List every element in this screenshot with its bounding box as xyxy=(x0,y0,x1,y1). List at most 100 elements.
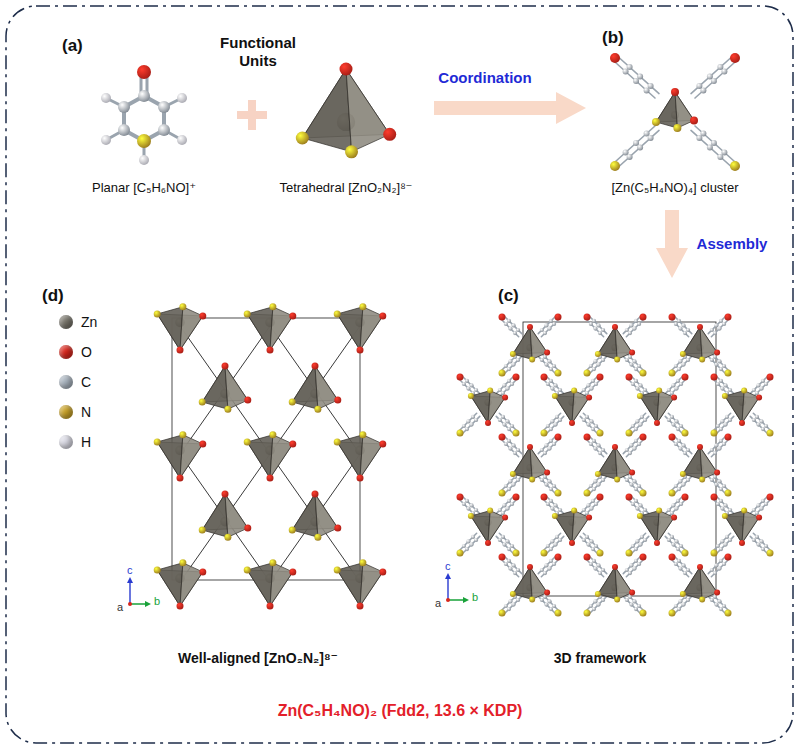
atom-sphere xyxy=(761,427,765,431)
atom-sphere xyxy=(629,362,633,366)
atom-sphere xyxy=(592,559,596,563)
tetrahedron-face xyxy=(225,494,248,537)
atom-sphere xyxy=(596,602,600,606)
atom-sphere xyxy=(511,443,515,447)
atom-sphere xyxy=(474,418,478,422)
atom-sphere xyxy=(544,602,548,606)
atom-sphere xyxy=(669,554,676,561)
atom-sphere xyxy=(719,427,723,431)
atom-sphere xyxy=(601,448,605,452)
atom-sphere xyxy=(597,430,604,437)
atom-sphere xyxy=(681,362,685,366)
tetrahedron-face xyxy=(157,307,183,350)
atom-sphere xyxy=(529,596,535,602)
atom-sphere xyxy=(540,358,544,362)
atom-sphere xyxy=(179,431,186,438)
structure-caption: Tetrahedral [ZnO₂N₂]⁸⁻ xyxy=(280,180,413,196)
atom-sphere xyxy=(474,538,478,542)
atom-sphere xyxy=(569,420,575,426)
bond-stick xyxy=(623,435,641,453)
atom-sphere xyxy=(593,326,597,330)
atom-sphere xyxy=(334,525,341,532)
tetrahedron-face xyxy=(180,307,203,350)
atom-sphere xyxy=(637,364,641,368)
atom-sphere xyxy=(571,508,577,514)
atom-sphere xyxy=(720,419,724,423)
atom-sphere xyxy=(586,542,590,546)
atom-sphere xyxy=(697,324,703,330)
atom-sphere xyxy=(498,508,502,512)
tetrahedron-face xyxy=(270,435,293,478)
legend-entry: C xyxy=(59,373,119,391)
atom-sphere xyxy=(654,540,660,546)
atom-sphere xyxy=(633,140,639,146)
atom-sphere xyxy=(739,420,745,426)
atom-sphere xyxy=(154,567,161,574)
atom-sphere xyxy=(555,554,562,561)
atom-sphere xyxy=(547,599,551,603)
atom-sphere xyxy=(289,527,296,534)
atom-sphere xyxy=(669,314,676,321)
atom-sphere xyxy=(359,303,366,310)
planar-molecule xyxy=(101,65,187,165)
atom-sphere xyxy=(625,448,629,452)
atom-sphere xyxy=(674,539,678,543)
atom-sphere xyxy=(589,506,593,510)
atom-sphere xyxy=(719,319,723,323)
atom-sphere xyxy=(465,499,469,503)
bond-stick xyxy=(670,439,688,457)
atom-sphere xyxy=(614,476,620,482)
atom-sphere xyxy=(549,559,553,563)
bond-stick xyxy=(541,593,559,611)
atom-sphere xyxy=(671,542,675,546)
atom-sphere xyxy=(728,388,732,392)
atom-sphere xyxy=(334,439,341,446)
atom-sphere xyxy=(499,610,506,617)
atom-sphere xyxy=(505,386,509,390)
atom-sphere xyxy=(629,443,633,447)
atom-sphere xyxy=(584,554,591,561)
atom-sphere xyxy=(595,351,601,357)
atom-sphere xyxy=(676,499,680,503)
bond-stick xyxy=(623,555,641,573)
atom-sphere xyxy=(466,386,470,390)
atom-sphere xyxy=(457,430,464,437)
atom-sphere xyxy=(699,596,705,602)
atom-sphere xyxy=(669,434,676,441)
legend-swatch xyxy=(59,435,73,449)
atom-sphere xyxy=(634,547,638,551)
bond-stick xyxy=(462,416,480,434)
atom-sphere xyxy=(508,359,512,363)
atom-sphere xyxy=(267,347,274,354)
atom-sphere xyxy=(543,331,547,335)
atom-sphere xyxy=(629,602,633,606)
arrow-label: Coordination xyxy=(438,69,531,87)
atom-sphere xyxy=(681,602,685,606)
tetrahedron-face xyxy=(615,447,632,479)
atom-sphere xyxy=(711,78,717,84)
atom-sphere xyxy=(677,367,681,371)
atom-sphere xyxy=(716,424,720,428)
structure-caption: Planar [C₅H₆NO]⁺ xyxy=(92,180,196,196)
atom-sphere xyxy=(681,443,685,447)
atom-sphere xyxy=(513,571,517,575)
atom-sphere xyxy=(671,394,677,400)
atom-sphere xyxy=(752,388,756,392)
atom-sphere xyxy=(764,502,768,506)
tetrahedron-face xyxy=(247,563,273,606)
atom-sphere xyxy=(756,514,762,520)
atom-sphere xyxy=(544,470,550,476)
atom-sphere xyxy=(714,443,718,447)
atom-sphere xyxy=(544,323,548,327)
atom-sphere xyxy=(498,418,502,422)
atom-sphere xyxy=(139,155,149,165)
atom-sphere xyxy=(485,540,491,546)
tetrahedron-face xyxy=(615,567,632,599)
atom-sphere xyxy=(728,508,732,512)
bond-stick xyxy=(448,599,464,600)
atom-sphere xyxy=(628,331,632,335)
figure-caption: Zn(C₅H₄NO)₂ (Fdd2, 13.6 × KDP) xyxy=(278,701,523,720)
bond-stick xyxy=(708,435,726,453)
atom-sphere xyxy=(676,379,680,383)
atom-sphere xyxy=(553,383,557,387)
